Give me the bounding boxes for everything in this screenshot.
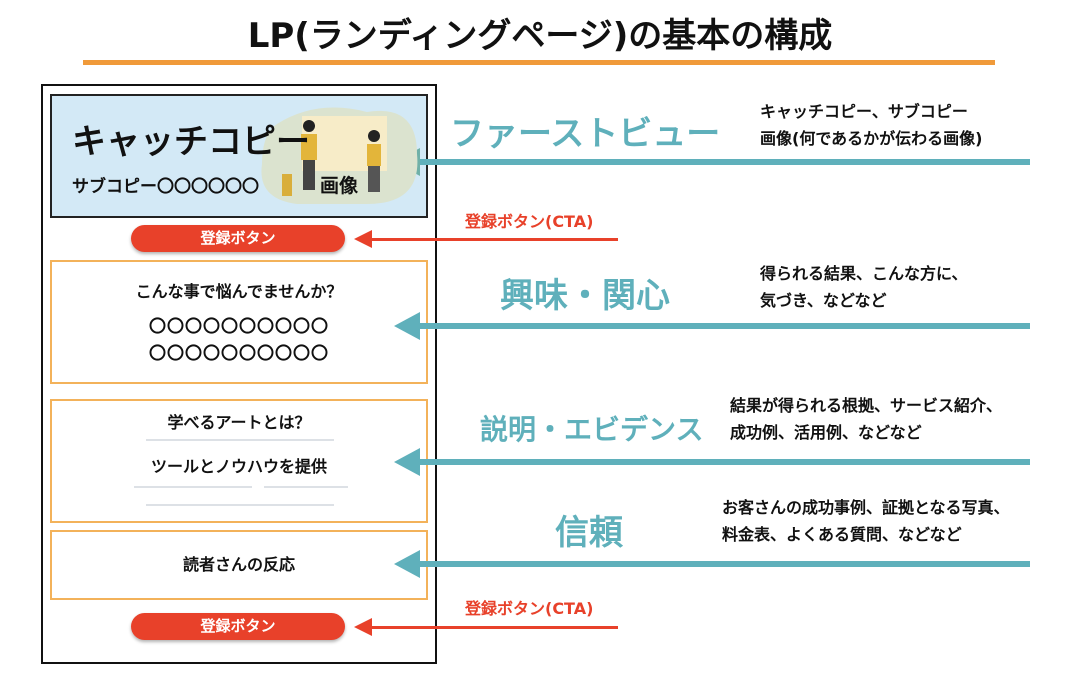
about-heading: 学べるアートとは？ <box>167 413 311 432</box>
section-desc: お客さんの成功事例、証拠となる写真、料金表、よくある質問、などなど <box>722 494 1010 548</box>
section-desc: キャッチコピー、サブコピー画像(何であるかが伝わる画像) <box>760 98 982 152</box>
cta-arrow-head-icon <box>354 230 372 248</box>
worry-block: こんな事で悩んでませんか？ 〇〇〇〇〇〇〇〇〇〇 〇〇〇〇〇〇〇〇〇〇 <box>50 260 428 384</box>
arrow-line <box>418 561 1030 567</box>
first-view-block: キャッチコピー サブコピー〇〇〇〇〇〇 画像 <box>50 94 428 218</box>
placeholder-line <box>134 486 252 488</box>
arrow-head-icon <box>394 448 420 476</box>
about-block: 学べるアートとは？ ツールとノウハウを提供 <box>50 399 428 523</box>
section-label-first-view: ファーストビュー <box>450 114 721 154</box>
worry-line: 〇〇〇〇〇〇〇〇〇〇 <box>149 344 329 364</box>
section-desc: 結果が得られる根拠、サービス紹介、成功例、活用例、などなど <box>730 392 1002 446</box>
section-label-trust: 信頼 <box>555 513 623 553</box>
desc-line: 料金表、よくある質問、などなど <box>722 525 962 544</box>
image-label: 画像 <box>320 175 359 197</box>
cta-arrow-line <box>370 238 618 241</box>
section-label-interest: 興味・関心 <box>500 276 670 316</box>
arrow-line <box>418 459 1030 465</box>
page-title: LP(ランディングページ)の基本の構成 <box>247 16 833 56</box>
title-underline <box>83 60 995 65</box>
cta-button-bottom[interactable]: 登録ボタン <box>131 613 345 640</box>
desc-line: 気づき、などなど <box>760 291 887 310</box>
section-label-evidence: 説明・エビデンス <box>480 413 704 446</box>
section-desc: 得られる結果、こんな方に、気づき、などなど <box>760 260 968 314</box>
desc-line: 成功例、活用例、などなど <box>730 423 922 442</box>
about-text: ツールとノウハウを提供 <box>150 457 327 476</box>
arrow-line <box>418 159 1030 165</box>
placeholder-line <box>264 486 348 488</box>
people-illustration-icon <box>261 107 418 204</box>
catch-copy: キャッチコピー <box>72 122 310 162</box>
arrow-head-icon <box>394 312 420 340</box>
reviews-block: 読者さんの反応 <box>50 530 428 600</box>
cta-label: 登録ボタン(CTA) <box>465 599 594 618</box>
sub-copy: サブコピー〇〇〇〇〇〇 <box>72 177 259 197</box>
desc-line: お客さんの成功事例、証拠となる写真、 <box>722 498 1010 517</box>
worry-line: 〇〇〇〇〇〇〇〇〇〇 <box>149 317 329 337</box>
cta-label: 登録ボタン(CTA) <box>465 212 594 231</box>
arrow-line <box>418 323 1030 329</box>
desc-line: 得られる結果、こんな方に、 <box>760 264 968 283</box>
lp-mockup-frame <box>41 84 437 664</box>
placeholder-line <box>146 439 334 441</box>
arrow-head-icon <box>394 550 420 578</box>
desc-line: 結果が得られる根拠、サービス紹介、 <box>730 396 1003 415</box>
cta-button[interactable]: 登録ボタン <box>131 225 345 252</box>
cta-arrow-line <box>370 626 618 629</box>
worry-heading: こんな事で悩んでませんか？ <box>135 282 343 301</box>
desc-line: キャッチコピー、サブコピー <box>760 102 968 121</box>
desc-line: 画像(何であるかが伝わる画像) <box>760 129 983 148</box>
placeholder-line <box>146 504 334 506</box>
cta-arrow-head-icon <box>354 618 372 636</box>
